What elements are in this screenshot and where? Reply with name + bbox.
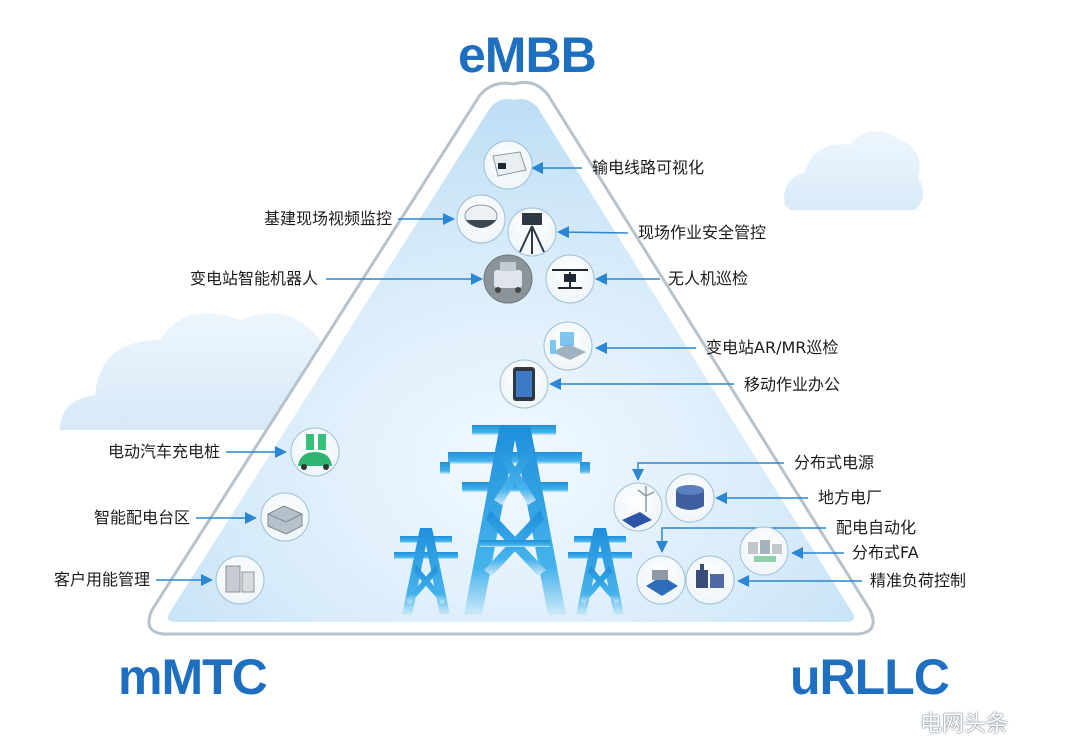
ev-charger-icon	[290, 427, 340, 477]
label-local-power-plant: 地方电厂	[818, 488, 883, 507]
industrial-plant-icon	[685, 555, 735, 605]
ar-substation-icon	[543, 321, 593, 371]
label-drone-inspection: 无人机巡检	[668, 269, 749, 288]
label-substation-intelligent-robot: 变电站智能机器人	[189, 269, 318, 288]
factory-icon	[636, 555, 686, 605]
power-tower-icon	[394, 425, 632, 615]
watermark: 电网头条	[920, 712, 1009, 737]
label-distributed-power-source: 分布式电源	[794, 453, 875, 472]
tablet-icon	[499, 359, 549, 409]
connector-arrows	[156, 162, 862, 587]
label-mobile-work-office: 移动作业办公	[744, 375, 841, 394]
solar-wind-icon	[613, 482, 663, 532]
corner-label-mmtc: mMTC	[118, 649, 268, 705]
label-substation-ar-mr-inspection: 变电站AR/MR巡检	[706, 338, 839, 357]
label-distributed-fa: 分布式FA	[852, 543, 919, 562]
dome-camera-icon	[456, 194, 506, 244]
surveillance-camera-icon	[483, 140, 533, 190]
drone-icon	[545, 254, 595, 304]
label-ev-charging-pile: 电动汽车充电桩	[107, 442, 220, 461]
label-site-work-safety-control: 现场作业安全管控	[638, 223, 767, 242]
power-plant-icon	[665, 473, 715, 523]
corner-label-embb: eMBB	[458, 27, 597, 83]
label-customer-energy-management: 客户用能管理	[53, 570, 150, 589]
label-precise-load-control: 精准负荷控制	[870, 571, 967, 590]
building-icon	[215, 555, 265, 605]
label-construction-site-video-monitoring: 基建现场视频监控	[263, 209, 392, 228]
label-smart-distribution-area: 智能配电台区	[93, 508, 190, 527]
label-transmission-line-visualization: 输电线路可视化	[592, 158, 705, 177]
distribution-transformer-icon	[260, 492, 310, 542]
inspection-robot-icon	[483, 254, 533, 304]
cloud-icon	[784, 131, 924, 210]
corner-label-urllc: uRLLC	[790, 649, 950, 705]
tripod-camera-icon	[507, 207, 557, 257]
label-distribution-automation: 配电自动化	[836, 518, 917, 537]
switchgear-icon	[739, 526, 789, 576]
